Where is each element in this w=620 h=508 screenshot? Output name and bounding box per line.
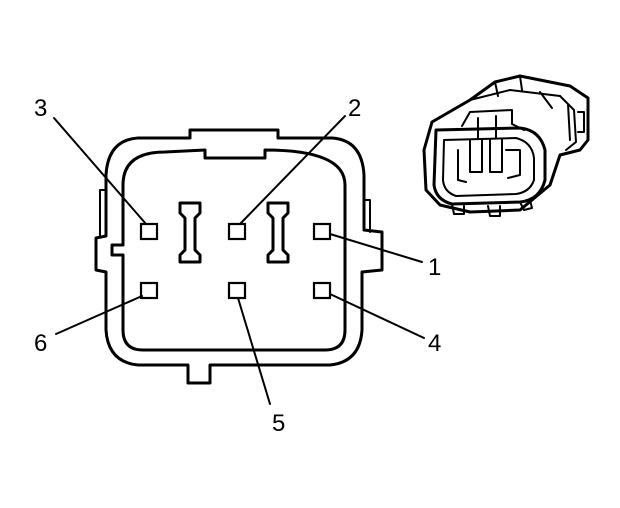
pin-labels: 1 2 3 4 5 6 (34, 95, 441, 437)
keying-slot-left (178, 201, 202, 264)
leader-line-5 (237, 297, 271, 405)
pin-cavity-4 (312, 281, 332, 300)
keying-slot-right (266, 201, 290, 264)
connector-face-frame (432, 126, 547, 206)
leader-line-3 (53, 117, 147, 225)
connector-inner-wall (110, 148, 347, 352)
connector-inner-face (442, 137, 535, 197)
pin-label-4: 4 (428, 330, 441, 357)
pin-cavity-3 (139, 222, 159, 241)
leader-line-1 (329, 233, 423, 263)
connector-inner-keys (457, 109, 525, 183)
connector-face (94, 128, 384, 385)
pin-cavity-6 (139, 281, 159, 300)
pin-label-1: 1 (428, 254, 441, 281)
pin-cavity-1 (312, 222, 332, 241)
connector-outer-housing (94, 128, 384, 385)
pin-cavity-5 (227, 281, 247, 300)
pin-label-5: 5 (272, 410, 285, 437)
connector-feet (451, 199, 533, 217)
pin-label-3: 3 (34, 95, 47, 122)
right-latch-tab (363, 199, 371, 233)
leader-line-4 (329, 293, 425, 339)
pin-cavity-2 (227, 222, 247, 241)
connector-latch (559, 95, 585, 151)
pin-label-2: 2 (348, 95, 361, 122)
connector-top-ridge (469, 75, 561, 109)
pin-label-6: 6 (34, 330, 47, 357)
connector-body-outline (422, 74, 590, 214)
left-latch-tab (99, 189, 107, 237)
leader-line-2 (239, 115, 346, 225)
leader-lines (53, 115, 425, 405)
connector-isometric-view (422, 74, 590, 217)
leader-line-6 (55, 295, 143, 335)
